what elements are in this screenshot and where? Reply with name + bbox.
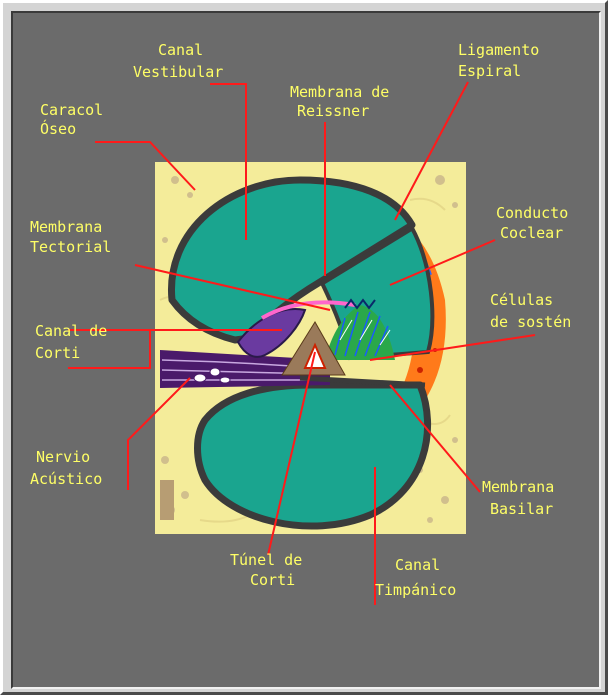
label-canal-corti: Canal de Corti xyxy=(35,322,116,362)
label-conducto-coclear: Conducto Coclear xyxy=(496,204,577,242)
label-nervio-acustico: Nervio Acústico xyxy=(30,448,102,488)
label-caracol-oseo: Caracol Óseo xyxy=(40,101,112,138)
label-canal-timpanico: Canal Timpánico xyxy=(375,556,456,599)
label-membrana-reissner: Membrana de Reissner xyxy=(290,83,398,120)
label-tunel-corti: Túnel de Corti xyxy=(230,551,311,589)
label-membrana-basilar: Membrana Basilar xyxy=(482,478,563,518)
label-celulas-sosten: Células de sostén xyxy=(490,291,571,331)
label-ligamento-espiral: Ligamento Espiral xyxy=(458,41,548,80)
label-membrana-tectorial: Membrana Tectorial xyxy=(30,218,111,256)
label-canal-vestibular: Canal Vestibular xyxy=(133,41,223,81)
scala-tympani xyxy=(198,385,428,526)
